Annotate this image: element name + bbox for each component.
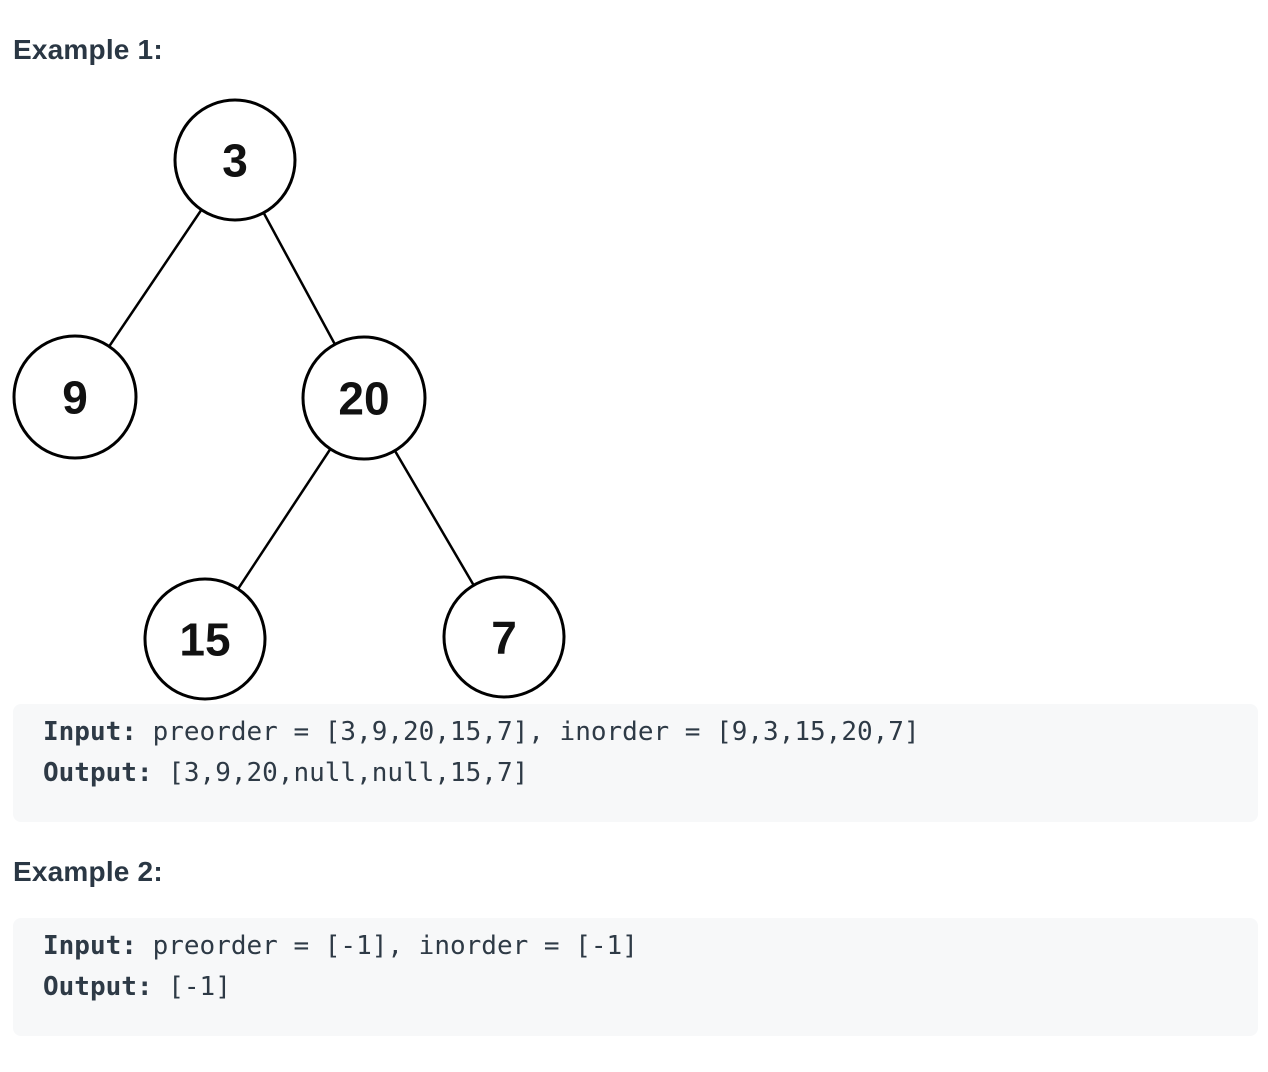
example-1-code-block: Input: preorder = [3,9,20,15,7], inorder… [13,704,1258,822]
tree-node-circle [12,334,138,460]
example-1-output-line: Output: [3,9,20,null,null,15,7] [43,753,1228,794]
tree-node-label: 20 [338,373,389,425]
output-value: [3,9,20,null,null,15,7] [152,758,529,788]
input-value: preorder = [3,9,20,15,7], inorder = [9,3… [136,717,920,747]
tree-node-circle [301,335,427,461]
output-value: [-1] [152,972,231,1002]
binary-tree-figure: 3 9 20 15 7 [10,96,1258,702]
tree-node-circle [442,575,566,699]
example-2-code-block: Input: preorder = [-1], inorder = [-1]Ou… [13,918,1258,1036]
tree-node-circle [173,98,297,222]
example-2-input-line: Input: preorder = [-1], inorder = [-1] [43,926,1228,967]
tree-node-label: 15 [179,614,230,666]
input-value: preorder = [-1], inorder = [-1] [136,931,638,961]
output-label: Output: [43,972,153,1002]
output-label: Output: [43,758,153,788]
tree-node-label: 3 [222,135,248,187]
example-1-input-line: Input: preorder = [3,9,20,15,7], inorder… [43,712,1228,753]
input-label: Input: [43,717,137,747]
binary-tree-svg: 3 9 20 15 7 [12,98,566,701]
input-label: Input: [43,931,137,961]
example-1-heading: Example 1: [13,34,163,65]
example-2-heading: Example 2: [13,856,163,887]
tree-node-circle [143,577,267,701]
example-2-output-line: Output: [-1] [43,967,1228,1008]
tree-node-label: 9 [62,372,88,424]
tree-node-label: 7 [491,612,517,664]
